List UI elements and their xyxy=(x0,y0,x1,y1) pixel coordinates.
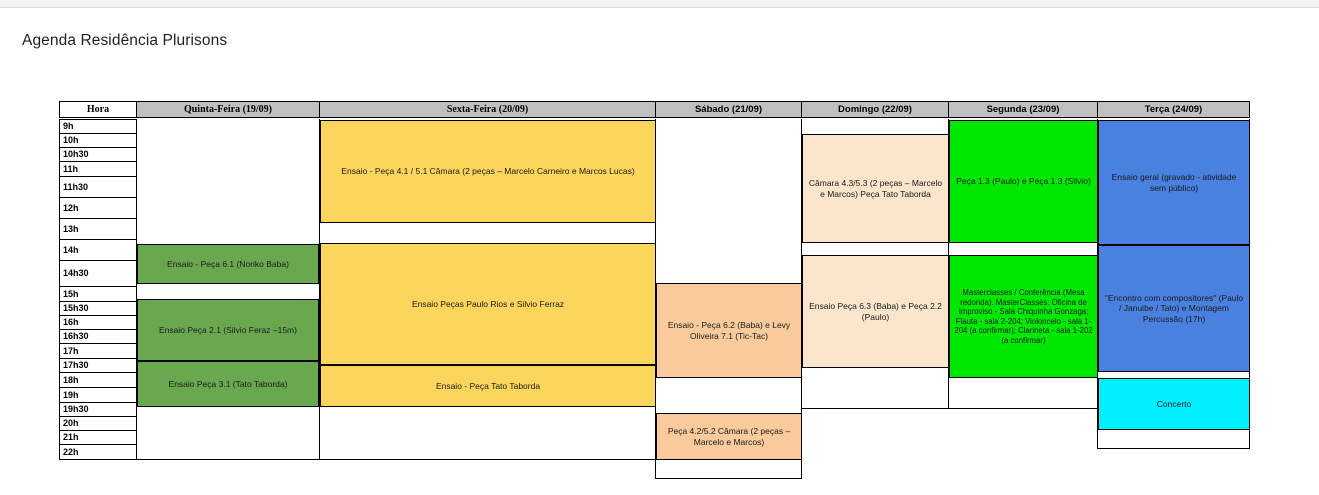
hour-cell: 19h30 xyxy=(59,402,137,417)
hour-cell: 9h xyxy=(59,119,137,134)
event-block[interactable]: Câmara 4.3/5.3 (2 peças – Marcelo e Marc… xyxy=(802,134,949,243)
event-block[interactable]: Concerto xyxy=(1098,378,1250,430)
hour-cell: 14h30 xyxy=(59,260,137,287)
event-block[interactable]: Ensaio - Peça 6.1 (Noriko Baba) xyxy=(137,244,319,284)
event-block[interactable]: Ensaio - Peça 6.2 (Baba) e Levy Oliveira… xyxy=(656,283,802,378)
hour-cell: 15h xyxy=(59,286,137,302)
hour-cell: 20h xyxy=(59,416,137,431)
event-block[interactable]: Peça 4.2/5.2 Câmara (2 peças – Marcelo e… xyxy=(656,413,802,460)
event-block[interactable]: Ensaio geral (gravado - atividade sem pú… xyxy=(1098,120,1250,245)
hour-cell: 11h xyxy=(59,161,137,177)
hour-cell: 10h30 xyxy=(59,147,137,162)
column-header-terca: Terça (24/09) xyxy=(1097,101,1250,118)
window-top-strip xyxy=(0,0,1319,8)
column-header-sabado: Sábado (21/09) xyxy=(655,101,802,118)
event-block[interactable]: Ensaio - Peça 4.1 / 5.1 Câmara (2 peças … xyxy=(320,120,656,223)
event-block[interactable]: Ensaio Peças Paulo Rios e Silvio Ferraz xyxy=(320,243,656,365)
hour-cell: 15h30 xyxy=(59,301,137,316)
event-block[interactable]: Masterclasses / Conferência (Mesa redond… xyxy=(949,255,1098,378)
hour-cell: 19h xyxy=(59,387,137,403)
event-block[interactable]: Ensaio - Peça Tato Taborda xyxy=(320,365,656,407)
hour-cell: 14h xyxy=(59,239,137,261)
column-header-quinta: Quinta-Feira (19/09) xyxy=(136,101,320,118)
event-block[interactable]: Ensaio Peça 6.3 (Baba) e Peça 2.2 (Paulo… xyxy=(802,255,949,368)
column-header-segunda: Segunda (23/09) xyxy=(948,101,1098,118)
hour-cell: 21h xyxy=(59,430,137,445)
event-block[interactable]: "Encontro com compositores" (Paulo / Jan… xyxy=(1098,245,1250,372)
day-column-quinta xyxy=(136,119,320,460)
hour-cell: 17h30 xyxy=(59,358,137,373)
event-block[interactable]: Ensaio Peça 3.1 (Tato Taborda) xyxy=(137,361,319,407)
hour-cell: 16h xyxy=(59,315,137,330)
hour-cell: 13h xyxy=(59,218,137,240)
column-header-domingo: Domingo (22/09) xyxy=(801,101,949,118)
hour-cell: 10h xyxy=(59,133,137,148)
hour-cell: 16h30 xyxy=(59,329,137,344)
event-block[interactable]: Peça 1.3 (Paulo) e Peça 1.3 (Silvio) xyxy=(949,120,1098,243)
hour-cell: 11h30 xyxy=(59,176,137,198)
column-header-sexta: Sexta-Feira (20/09) xyxy=(319,101,656,118)
schedule-table: Hora Quinta-Feira (19/09) Sexta-Feira (2… xyxy=(59,101,1250,479)
hour-cell: 22h xyxy=(59,444,137,460)
hour-cell: 17h xyxy=(59,343,137,359)
column-header-hora: Hora xyxy=(59,101,137,118)
hour-cell: 18h xyxy=(59,372,137,388)
page-title: Agenda Residência Plurisons xyxy=(22,32,228,49)
hour-cell: 12h xyxy=(59,197,137,219)
event-block[interactable]: Ensaio Peça 2.1 (Silvio Feraz –15m) xyxy=(137,299,319,361)
